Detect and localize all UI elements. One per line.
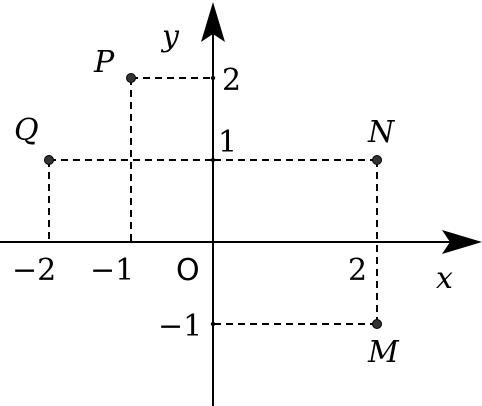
point-label-m: M	[367, 335, 400, 370]
point-label-q: Q	[14, 113, 39, 148]
y-tick-mark	[210, 75, 216, 81]
x-tick-label-2: 2	[348, 253, 367, 288]
x-axis-arrow-icon	[442, 230, 482, 254]
y-tick-label-2: 2	[222, 63, 241, 98]
y-axis-arrow-icon	[201, 2, 225, 42]
point-label-p: P	[93, 45, 115, 80]
dashed-guides	[48, 77, 378, 325]
point-p	[126, 73, 136, 83]
point-q	[44, 155, 54, 165]
x-tick-label-neg1: −1	[90, 253, 134, 288]
origin-label: O	[176, 253, 200, 288]
y-axis-label: y	[160, 19, 180, 54]
point-m	[372, 319, 382, 329]
points	[44, 73, 382, 329]
y-tick-mark	[210, 321, 216, 327]
y-tick-mark	[210, 157, 216, 163]
y-tick-label-1: 1	[218, 125, 237, 160]
x-tick-label-neg2: −2	[12, 253, 56, 288]
x-axis-label: x	[436, 261, 453, 296]
point-n	[372, 155, 382, 165]
point-label-n: N	[367, 115, 396, 150]
y-tick-label-neg1: −1	[158, 309, 202, 344]
